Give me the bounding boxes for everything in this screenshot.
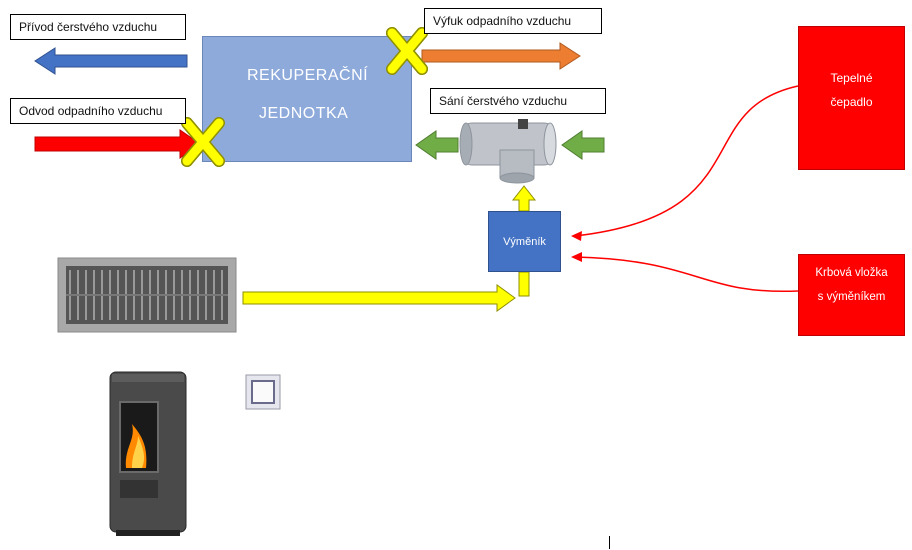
x-mark-icon <box>181 117 225 167</box>
sani-arrow-outer <box>561 130 605 160</box>
krbova-vlozka-box: Krbová vložka s výměníkem <box>798 254 905 336</box>
rekup-line2: JEDNOTKA <box>259 105 349 122</box>
text-cursor <box>609 536 610 549</box>
grille-to-vymenik-arrow <box>242 284 516 312</box>
odvod-label: Odvod odpadního vzduchu <box>10 98 186 124</box>
vymenik-box: Výměník <box>488 211 561 272</box>
tepelne-cerpadlo-box: Tepelné čepadlo <box>798 26 905 170</box>
x-mark-icon <box>386 27 428 75</box>
privod-label: Přívod čerstvého vzduchu <box>10 14 186 40</box>
krbova-vlozka-line2: s výměníkem <box>817 291 886 303</box>
krbova-vlozka-line1: Krbová vložka <box>815 267 888 279</box>
vymenik-bottom-connector <box>518 271 530 297</box>
tepelne-cerpadlo-connector <box>571 85 799 241</box>
vyfuk-label: Výfuk odpadního vzduchu <box>424 8 602 34</box>
privod-arrow <box>34 47 188 75</box>
sani-arrow-inner <box>415 130 459 160</box>
tepelne-cerpadlo-line1: Tepelné <box>830 71 873 85</box>
tepelne-cerpadlo-line2: čepadlo <box>830 95 873 109</box>
sani-label: Sání čerstvého vzduchu <box>430 88 606 114</box>
rekup-line1: REKUPERAČNÍ <box>247 67 369 84</box>
stove-icon <box>109 371 187 536</box>
air-grille-icon <box>57 257 237 333</box>
wall-switch-icon <box>245 374 281 410</box>
vyfuk-arrow <box>421 42 581 70</box>
krbova-vlozka-connector <box>571 252 799 293</box>
vymenik-up-arrow <box>511 185 537 212</box>
rekuperacni-jednotka: REKUPERAČNÍ JEDNOTKA <box>202 36 412 162</box>
duct-fitting-icon <box>459 119 557 184</box>
